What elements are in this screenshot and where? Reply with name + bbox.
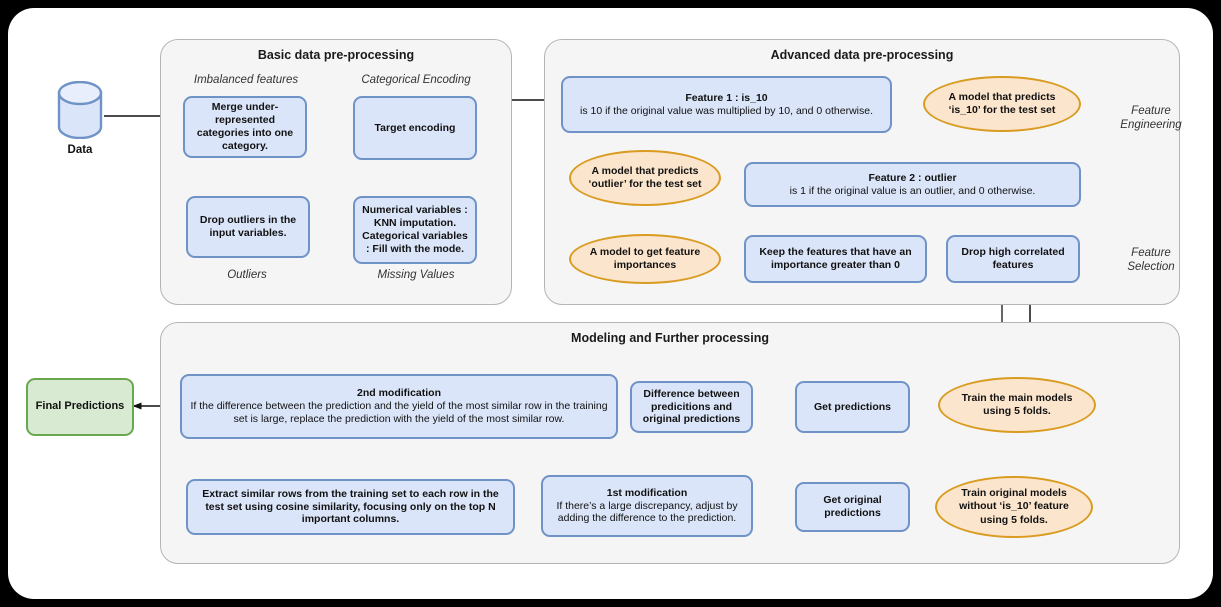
node-feature-2-body: is 1 if the original value is an outlier… [789, 184, 1036, 197]
node-1st-modification[interactable]: 1st modification If there’s a large disc… [541, 475, 753, 537]
database-cylinder-icon [57, 80, 103, 140]
node-2nd-modification-title: 2nd modification [357, 387, 441, 400]
node-target-encoding[interactable]: Target encoding [353, 96, 477, 160]
node-feature-2-outlier[interactable]: Feature 2 : outlier is 1 if the original… [744, 162, 1081, 207]
node-missing-values-text: Numerical variables : KNN imputation. Ca… [362, 204, 468, 255]
node-feature-1-body: is 10 if the original value was multipli… [580, 104, 873, 117]
section-basic-title: Basic data pre-processing [257, 48, 415, 62]
node-train-original-models[interactable]: Train original models without ‘is_10’ fe… [935, 476, 1093, 538]
node-drop-outliers[interactable]: Drop outliers in the input variables. [186, 196, 310, 258]
node-drop-correlated-features[interactable]: Drop high correlated features [946, 235, 1080, 283]
node-2nd-modification-body: If the difference between the prediction… [190, 400, 608, 425]
section-advanced-title: Advanced data pre-processing [770, 48, 954, 62]
brace-label-feature-selection: Feature Selection [1127, 247, 1175, 274]
node-2nd-modification[interactable]: 2nd modification If the difference betwe… [180, 374, 618, 439]
section-modeling-title: Modeling and Further processing [571, 331, 769, 345]
node-missing-values[interactable]: Numerical variables : KNN imputation. Ca… [353, 196, 477, 264]
brace-label-feature-engineering: Feature Engineering [1120, 105, 1182, 132]
caption-outliers: Outliers [227, 269, 267, 281]
node-keep-features[interactable]: Keep the features that have an importanc… [744, 235, 927, 283]
caption-categorical-encoding: Categorical Encoding [361, 74, 471, 86]
node-merge-categories[interactable]: Merge under-represented categories into … [183, 96, 307, 158]
data-source-cylinder [56, 80, 104, 140]
section-basic-data-preprocessing: Basic data pre-processing [160, 39, 512, 305]
node-model-predicts-is10[interactable]: A model that predicts ‘is_10’ for the te… [923, 76, 1081, 132]
node-get-original-predictions[interactable]: Get original predictions [795, 482, 910, 532]
data-source-label: Data [67, 144, 93, 156]
node-model-predicts-outlier[interactable]: A model that predicts ‘outlier’ for the … [569, 150, 721, 206]
caption-imbalanced-features: Imbalanced features [193, 74, 299, 86]
node-model-feature-importances[interactable]: A model to get feature importances [569, 234, 721, 284]
node-get-predictions[interactable]: Get predictions [795, 381, 910, 433]
node-train-main-models[interactable]: Train the main models using 5 folds. [938, 377, 1096, 433]
diagram-canvas: Data Final Predictions Basic data pre-pr… [8, 8, 1213, 599]
node-1st-modification-body: If there’s a large discrepancy, adjust b… [556, 499, 738, 525]
caption-missing-values: Missing Values [377, 269, 455, 281]
node-1st-modification-title: 1st modification [606, 486, 688, 499]
node-feature-2-title: Feature 2 : outlier [868, 171, 957, 184]
node-difference-predictions[interactable]: Difference between predicitions and orig… [630, 381, 753, 433]
node-feature-1-title: Feature 1 : is_10 [685, 91, 768, 104]
node-final-predictions[interactable]: Final Predictions [26, 378, 134, 436]
node-feature-1-is10[interactable]: Feature 1 : is_10 is 10 if the original … [561, 76, 892, 133]
node-extract-similar-rows[interactable]: Extract similar rows from the training s… [186, 479, 515, 535]
